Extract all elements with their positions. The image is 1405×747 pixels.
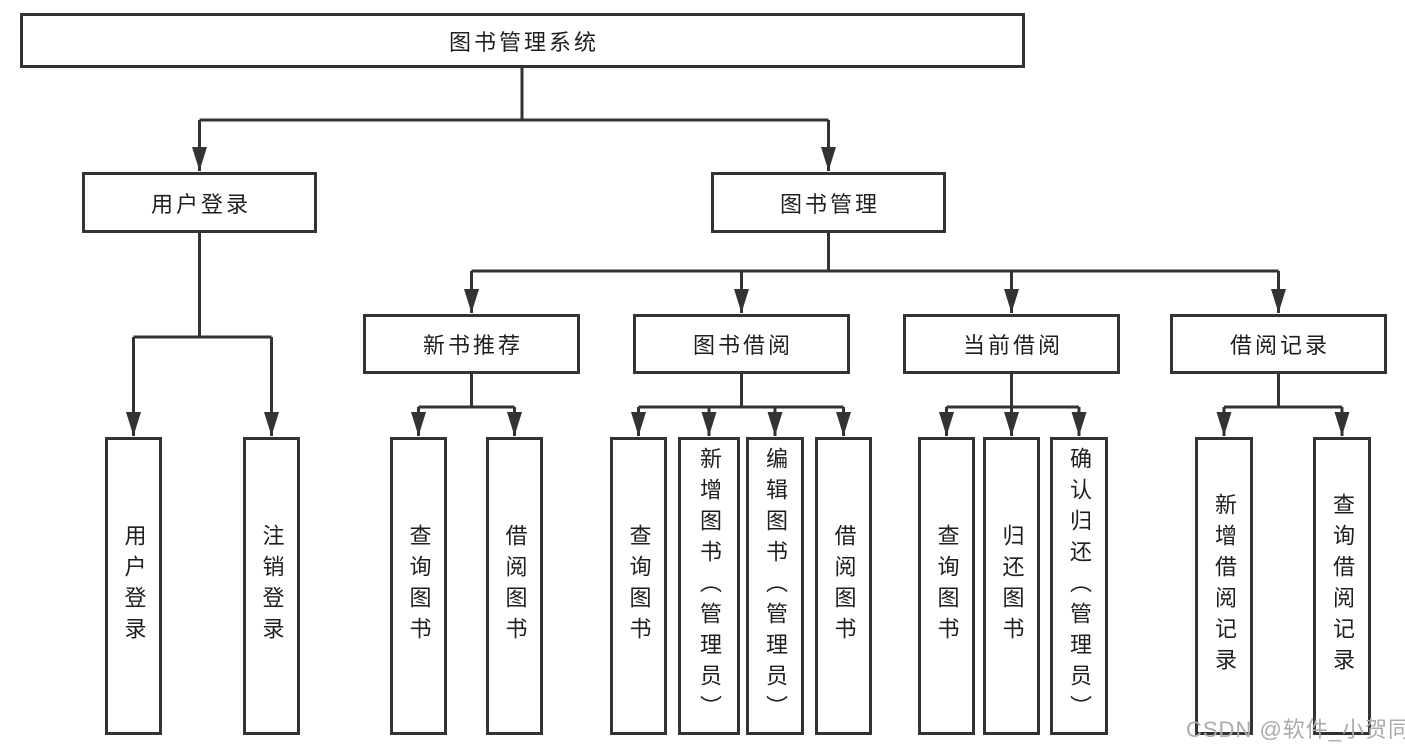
node-new-book-recommend: 新书推荐: [363, 314, 580, 374]
leaf-query-books-borrow-label: 查询图书: [626, 524, 652, 648]
leaf-add-borrow-record-label: 新增借阅记录: [1212, 493, 1237, 679]
node-new-book-recommend-label: 新书推荐: [422, 333, 523, 358]
leaf-add-book-admin-label: 新增图书（管理员）: [697, 446, 722, 726]
node-book-management-label: 图书管理: [779, 191, 880, 217]
node-current-borrow: 当前借阅: [903, 314, 1120, 374]
leaf-query-books-recommend-label: 查询图书: [406, 524, 432, 648]
node-root-label: 图书管理系统: [448, 29, 599, 55]
leaf-add-book-admin: 新增图书（管理员）: [678, 437, 740, 735]
leaf-add-borrow-record: 新增借阅记录: [1195, 437, 1253, 735]
node-borrow-records-label: 借阅记录: [1229, 333, 1330, 358]
leaf-edit-book-admin: 编辑图书（管理员）: [746, 437, 804, 735]
leaf-borrow-books-borrow-label: 借阅图书: [831, 524, 857, 648]
watermark: CSDN @软件_小贺同学: [1186, 717, 1405, 742]
leaf-borrow-books-recommend-label: 借阅图书: [502, 524, 528, 648]
leaf-logout: 注销登录: [243, 437, 300, 735]
node-book-borrow: 图书借阅: [633, 314, 850, 374]
leaf-user-login: 用户登录: [105, 437, 162, 735]
leaf-confirm-return-admin-label: 确认归还（管理员）: [1067, 446, 1092, 726]
leaf-logout-label: 注销登录: [259, 524, 285, 648]
leaf-query-books-current-label: 查询图书: [934, 524, 960, 648]
leaf-edit-book-admin-label: 编辑图书（管理员）: [763, 446, 788, 726]
leaf-confirm-return-admin: 确认归还（管理员）: [1050, 437, 1108, 735]
leaf-return-books-label: 归还图书: [999, 524, 1025, 648]
leaf-query-books-current: 查询图书: [918, 437, 975, 735]
node-root: 图书管理系统: [20, 13, 1025, 68]
leaf-query-books-borrow: 查询图书: [610, 437, 667, 735]
node-user-login-label: 用户登录: [150, 191, 251, 217]
node-user-login: 用户登录: [82, 172, 317, 233]
leaf-query-books-recommend: 查询图书: [390, 437, 447, 735]
node-current-borrow-label: 当前借阅: [962, 333, 1063, 358]
leaf-return-books: 归还图书: [983, 437, 1040, 735]
node-borrow-records: 借阅记录: [1170, 314, 1387, 374]
leaf-user-login-label: 用户登录: [121, 524, 147, 648]
leaf-query-borrow-record: 查询借阅记录: [1313, 437, 1371, 735]
node-book-borrow-label: 图书借阅: [692, 333, 793, 358]
leaf-borrow-books-borrow: 借阅图书: [815, 437, 872, 735]
node-book-management: 图书管理: [711, 172, 946, 233]
leaf-query-borrow-record-label: 查询借阅记录: [1330, 493, 1355, 679]
leaf-borrow-books-recommend: 借阅图书: [486, 437, 543, 735]
